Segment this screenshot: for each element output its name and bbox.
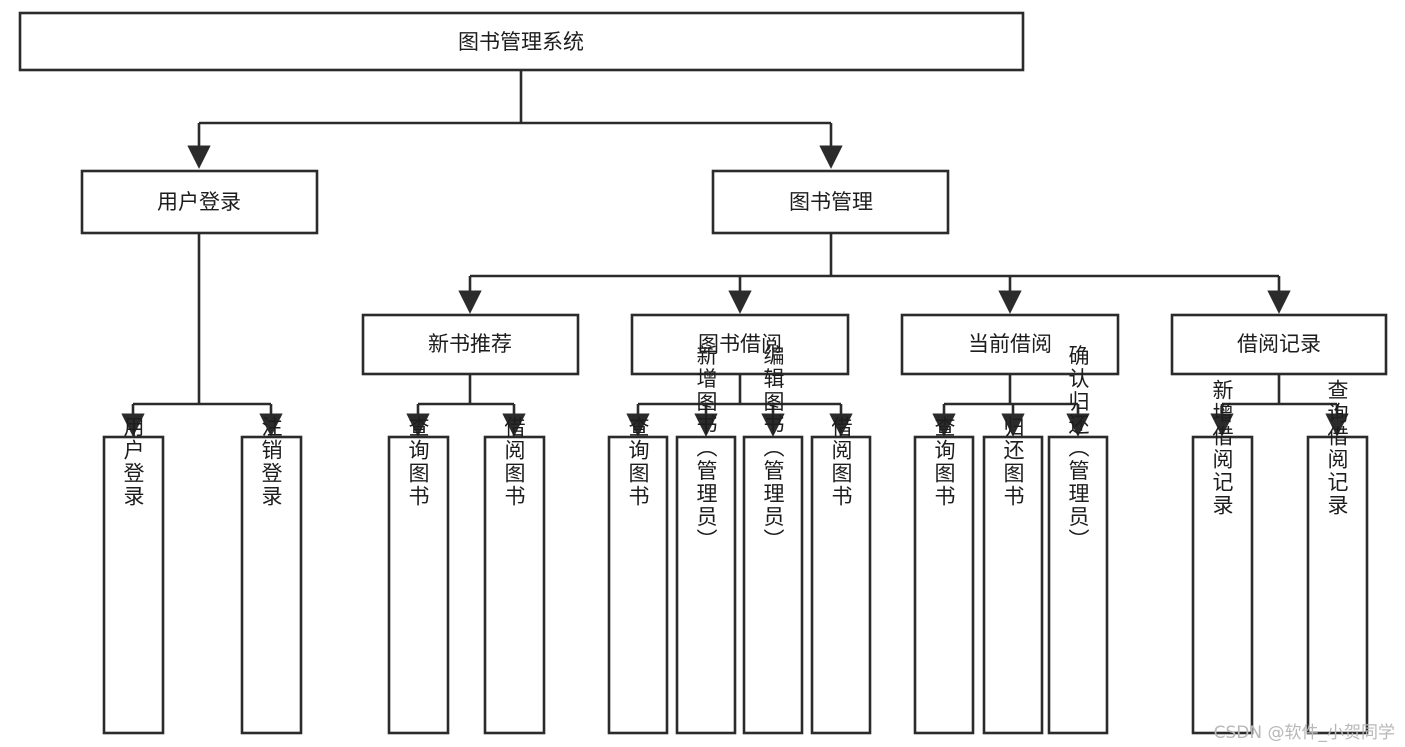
leaf-book-borrow-1-box bbox=[675, 435, 737, 735]
leaf-book-borrow-0[interactable]: 查询图书 bbox=[607, 416, 669, 735]
node-borrow-record-box bbox=[1170, 313, 1388, 376]
leaf-book-borrow-2[interactable]: 编辑图书（管理员） bbox=[742, 345, 804, 735]
leaf-current-borrow-0-label: 查询图书 bbox=[932, 416, 956, 508]
node-borrow-record-label: 借阅记录 bbox=[1237, 332, 1321, 356]
leaf-user-login-1-label: 注销登录 bbox=[259, 416, 283, 508]
leaf-book-borrow-3[interactable]: 借阅图书 bbox=[810, 416, 872, 735]
leaf-book-borrow-0-box bbox=[607, 435, 669, 735]
node-user-login[interactable]: 用户登录 bbox=[80, 169, 319, 235]
leaf-current-borrow-0-box bbox=[913, 435, 975, 735]
leaf-current-borrow-2[interactable]: 确认归还（管理员） bbox=[1047, 345, 1109, 735]
node-user-login-label: 用户登录 bbox=[157, 190, 241, 214]
leaf-user-login-1[interactable]: 注销登录 bbox=[240, 416, 303, 735]
leaf-borrow-record-1-label: 查询借阅记录 bbox=[1325, 379, 1349, 517]
leaf-new-book-recommend-0[interactable]: 查询图书 bbox=[387, 416, 450, 735]
leaf-book-borrow-2-box bbox=[742, 435, 804, 735]
node-root-label: 图书管理系统 bbox=[458, 30, 584, 54]
leaf-current-borrow-1-box bbox=[982, 435, 1044, 735]
node-new-book-recommend-label: 新书推荐 bbox=[428, 332, 512, 356]
leaf-borrow-record-0-label: 新增借阅记录 bbox=[1210, 379, 1234, 517]
leaf-borrow-record-0-box bbox=[1191, 435, 1254, 735]
node-user-login-box bbox=[80, 169, 319, 235]
node-borrow-record[interactable]: 借阅记录 bbox=[1170, 313, 1388, 376]
leaf-book-borrow-3-box bbox=[810, 435, 872, 735]
leaf-book-borrow-3-label: 借阅图书 bbox=[829, 416, 853, 508]
leaf-current-borrow-2-label: 确认归还（管理员） bbox=[1066, 345, 1090, 552]
node-book-borrow[interactable]: 图书借阅 bbox=[630, 313, 850, 376]
leaf-current-borrow-1[interactable]: 归还图书 bbox=[982, 416, 1044, 735]
csdn-watermark: CSDN @软件_小贺同学 bbox=[1213, 723, 1395, 743]
node-book-borrow-label: 图书借阅 bbox=[698, 332, 782, 356]
node-book-borrow-box bbox=[630, 313, 850, 376]
leaf-borrow-record-1-box bbox=[1306, 435, 1369, 735]
leaf-borrow-record-1[interactable]: 查询借阅记录 bbox=[1306, 379, 1369, 735]
leaf-new-book-recommend-0-label: 查询图书 bbox=[406, 416, 430, 508]
leaf-user-login-0[interactable]: 用户登录 bbox=[102, 416, 165, 735]
leaf-current-borrow-0[interactable]: 查询图书 bbox=[913, 416, 975, 735]
leaf-borrow-record-0[interactable]: 新增借阅记录 bbox=[1191, 379, 1254, 735]
node-current-borrow[interactable]: 当前借阅 bbox=[900, 313, 1120, 376]
node-new-book-recommend[interactable]: 新书推荐 bbox=[361, 313, 580, 376]
node-current-borrow-label: 当前借阅 bbox=[968, 332, 1052, 356]
leaf-user-login-0-label: 用户登录 bbox=[121, 416, 145, 508]
edges-group bbox=[121, 70, 1349, 437]
leaf-user-login-1-box bbox=[240, 435, 303, 735]
node-root-box bbox=[18, 11, 1025, 72]
node-new-book-recommend-box bbox=[361, 313, 580, 376]
leaf-new-book-recommend-0-box bbox=[387, 435, 450, 735]
leaf-book-borrow-1-label: 新增图书（管理员） bbox=[694, 345, 718, 552]
node-current-borrow-box bbox=[900, 313, 1120, 376]
leaf-new-book-recommend-1-box bbox=[483, 435, 546, 735]
node-root[interactable]: 图书管理系统 bbox=[18, 11, 1025, 72]
node-book-manage-box bbox=[711, 169, 950, 235]
leaf-book-borrow-0-label: 查询图书 bbox=[626, 416, 650, 508]
leaf-book-borrow-1[interactable]: 新增图书（管理员） bbox=[675, 345, 737, 735]
leaf-current-borrow-1-label: 归还图书 bbox=[1001, 416, 1025, 508]
leaf-new-book-recommend-1-label: 借阅图书 bbox=[502, 416, 526, 508]
leaf-book-borrow-2-label: 编辑图书（管理员） bbox=[761, 345, 785, 552]
node-book-manage-label: 图书管理 bbox=[789, 190, 873, 214]
node-book-manage[interactable]: 图书管理 bbox=[711, 169, 950, 235]
leaf-user-login-0-box bbox=[102, 435, 165, 735]
leaf-new-book-recommend-1[interactable]: 借阅图书 bbox=[483, 416, 546, 735]
leaf-current-borrow-2-box bbox=[1047, 435, 1109, 735]
